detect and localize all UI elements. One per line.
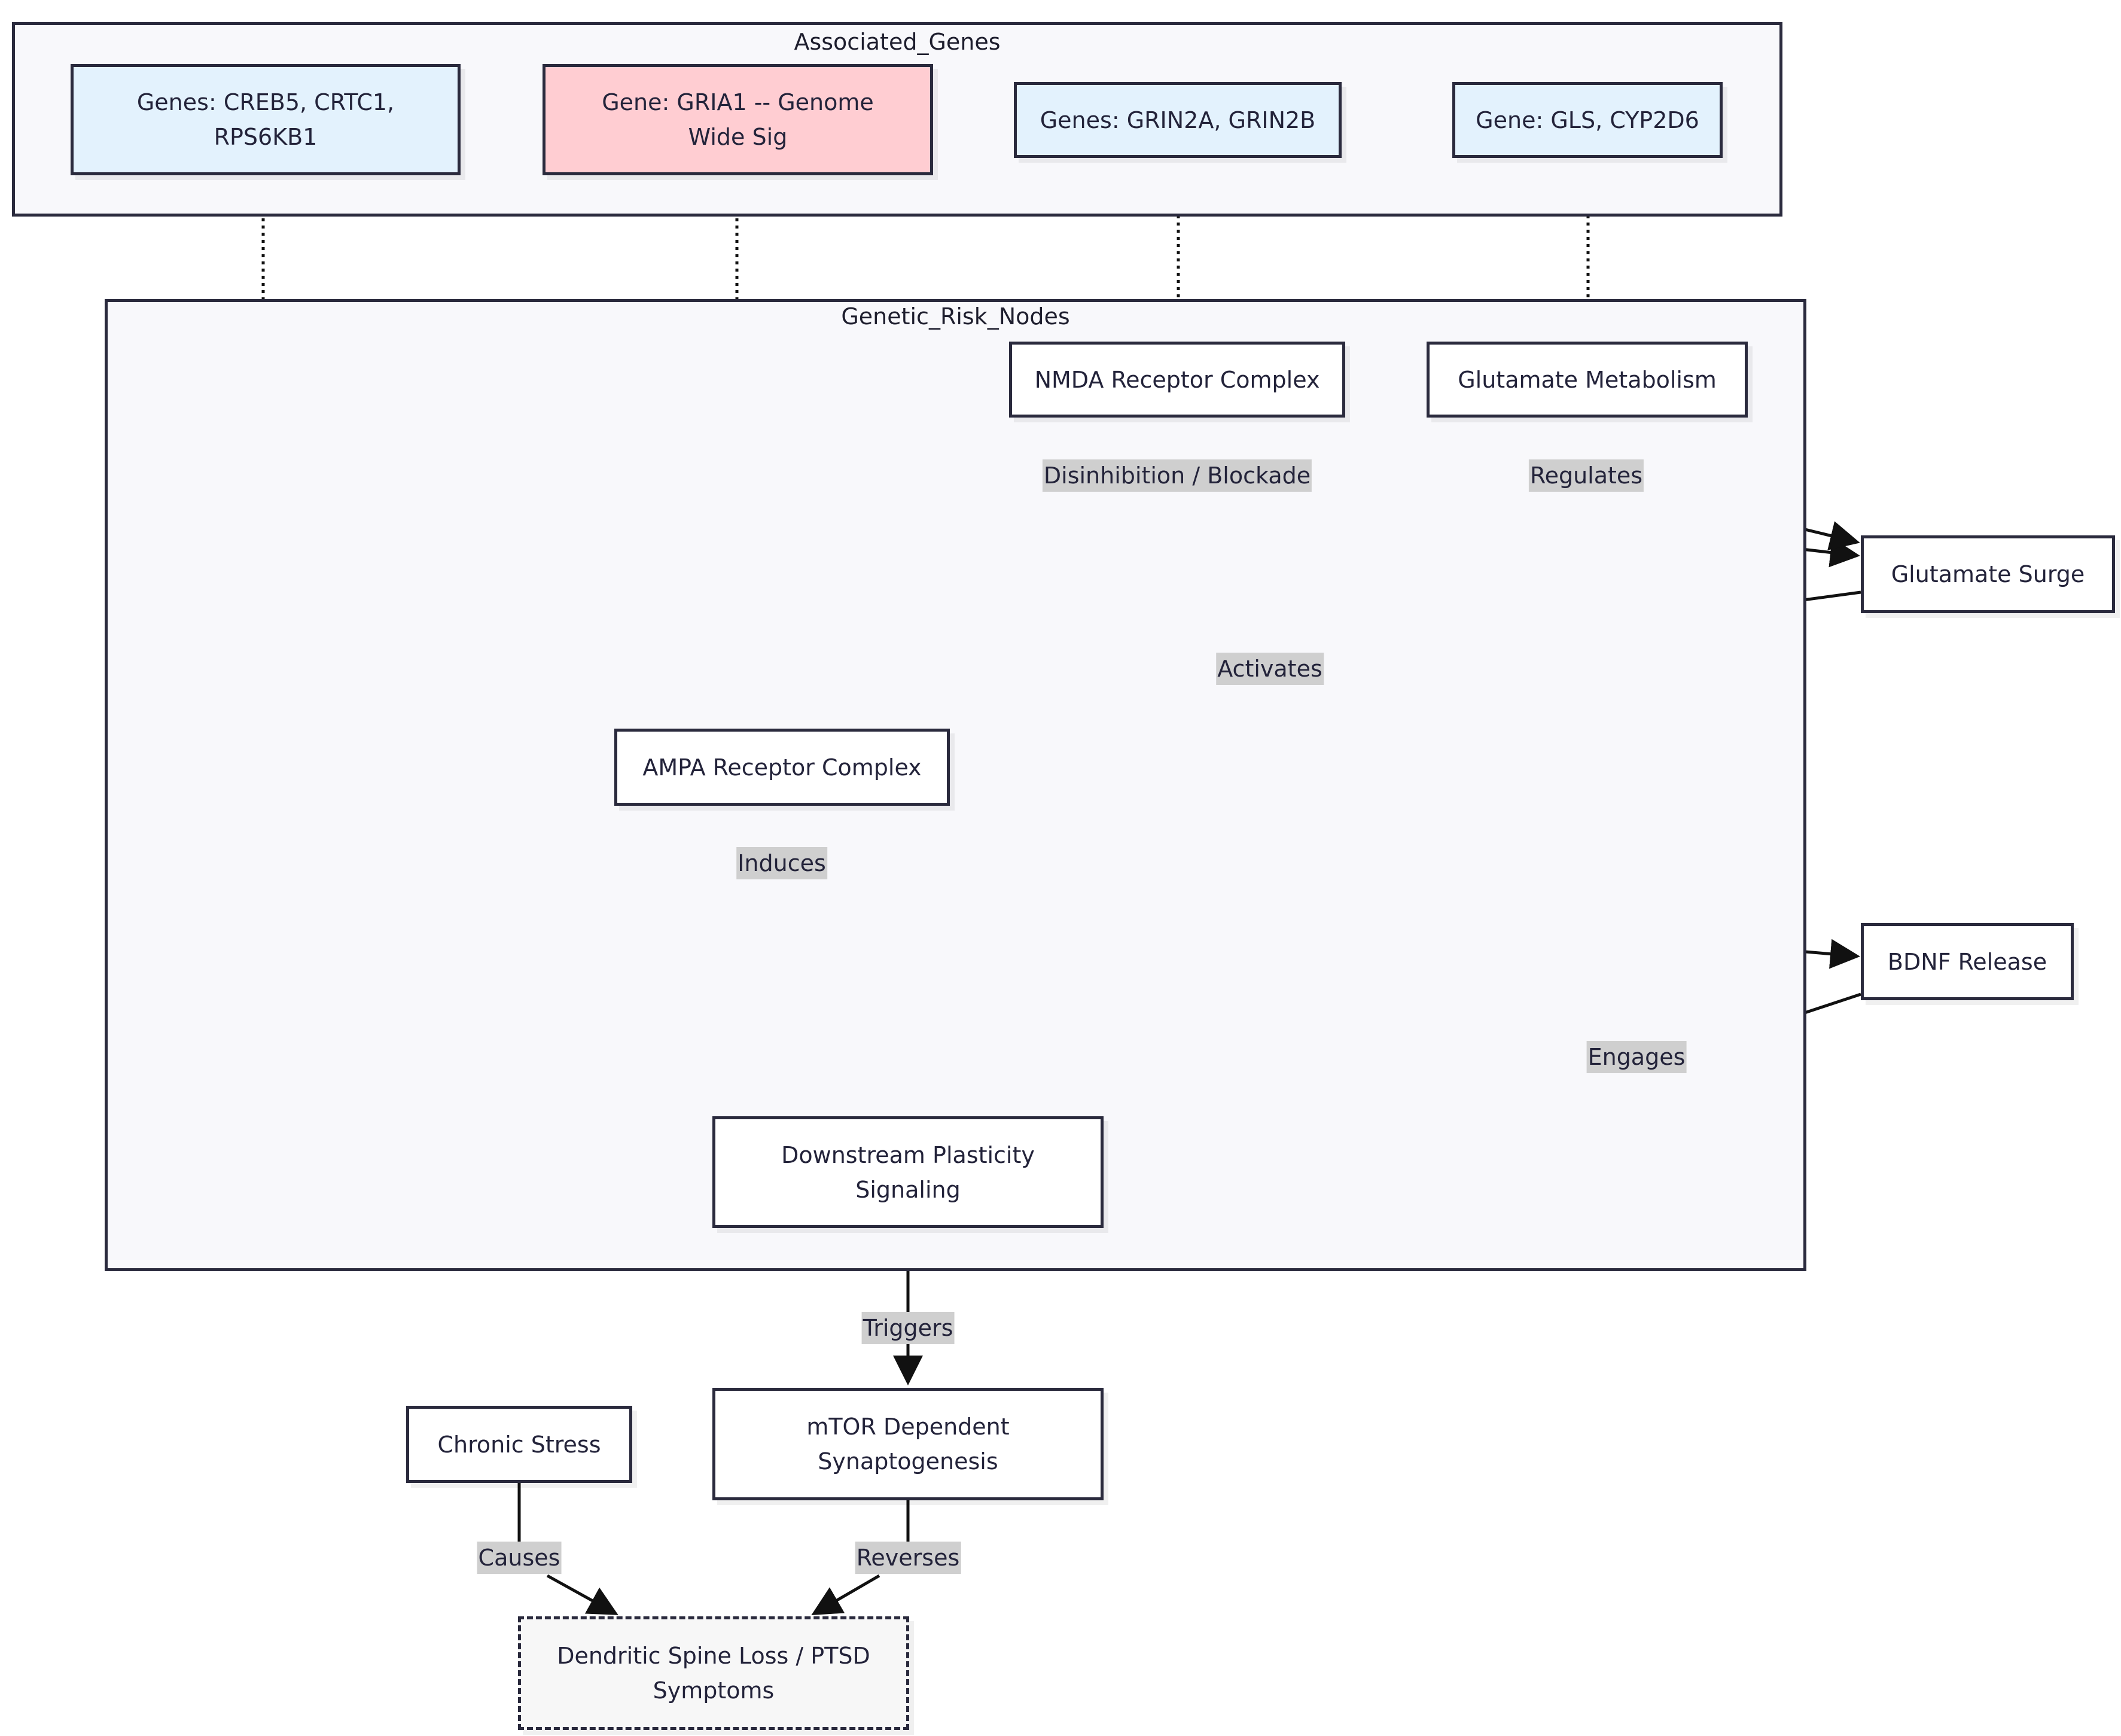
edge-label-activates: Activates xyxy=(1216,653,1324,685)
edge-label-triggers: Triggers xyxy=(861,1312,955,1344)
node-label: mTOR Dependent Synaptogenesis xyxy=(806,1414,1010,1475)
node-label: NMDA Receptor Complex xyxy=(1034,366,1320,393)
node-chronic-stress[interactable]: Chronic Stress xyxy=(406,1406,632,1483)
node-ampa-receptor-complex[interactable]: AMPA Receptor Complex xyxy=(614,729,950,806)
node-label: AMPA Receptor Complex xyxy=(642,754,922,781)
edge-mtor-to-spine-loss xyxy=(816,1500,910,1612)
node-genes-grin2a-grin2b[interactable]: Genes: GRIN2A, GRIN2B xyxy=(1014,82,1342,158)
node-dendritic-spine-loss-ptsd-symptoms[interactable]: Dendritic Spine Loss / PTSD Symptoms xyxy=(518,1616,909,1730)
node-glutamate-surge[interactable]: Glutamate Surge xyxy=(1861,535,2115,613)
node-label: Gene: GLS, CYP2D6 xyxy=(1476,106,1699,133)
node-label: Genes: GRIN2A, GRIN2B xyxy=(1040,106,1316,133)
node-label: Downstream Plasticity Signaling xyxy=(781,1141,1035,1203)
node-mtor-dependent-synaptogenesis[interactable]: mTOR Dependent Synaptogenesis xyxy=(712,1388,1104,1500)
node-label: BDNF Release xyxy=(1887,948,2047,975)
edge-label-engages: Engages xyxy=(1586,1041,1687,1073)
edge-label-reverses: Reverses xyxy=(855,1542,961,1574)
node-downstream-plasticity-signaling[interactable]: Downstream Plasticity Signaling xyxy=(712,1116,1104,1228)
node-glutamate-metabolism[interactable]: Glutamate Metabolism xyxy=(1427,342,1748,418)
node-bdnf-release[interactable]: BDNF Release xyxy=(1861,923,2074,1000)
node-label: Glutamate Metabolism xyxy=(1458,366,1717,393)
node-genes-creb5-crtc1-rps6kb1[interactable]: Genes: CREB5, CRTC1, RPS6KB1 xyxy=(71,64,461,175)
node-label: Genes: CREB5, CRTC1, RPS6KB1 xyxy=(136,89,395,150)
node-nmda-receptor-complex[interactable]: NMDA Receptor Complex xyxy=(1009,342,1345,418)
node-label: Glutamate Surge xyxy=(1891,561,2085,587)
edge-label-causes: Causes xyxy=(477,1542,562,1574)
edge-stress-to-spine-loss xyxy=(517,1483,613,1612)
node-label: Gene: GRIA1 -- Genome Wide Sig xyxy=(602,89,874,150)
node-label: Dendritic Spine Loss / PTSD Symptoms xyxy=(557,1643,870,1704)
edge-label-regulates: Regulates xyxy=(1528,459,1644,492)
node-label: Chronic Stress xyxy=(437,1431,601,1458)
node-gene-gls-cyp2d6[interactable]: Gene: GLS, CYP2D6 xyxy=(1452,82,1723,158)
edge-label-disinhibition-blockade: Disinhibition / Blockade xyxy=(1042,459,1312,492)
cluster-title: Associated_Genes xyxy=(794,29,1001,55)
edge-label-induces: Induces xyxy=(736,847,827,879)
cluster-title: Genetic_Risk_Nodes xyxy=(841,303,1070,330)
cluster-genetic-risk-nodes: Genetic_Risk_Nodes xyxy=(105,299,1806,1271)
node-gene-gria1[interactable]: Gene: GRIA1 -- Genome Wide Sig xyxy=(543,64,933,175)
